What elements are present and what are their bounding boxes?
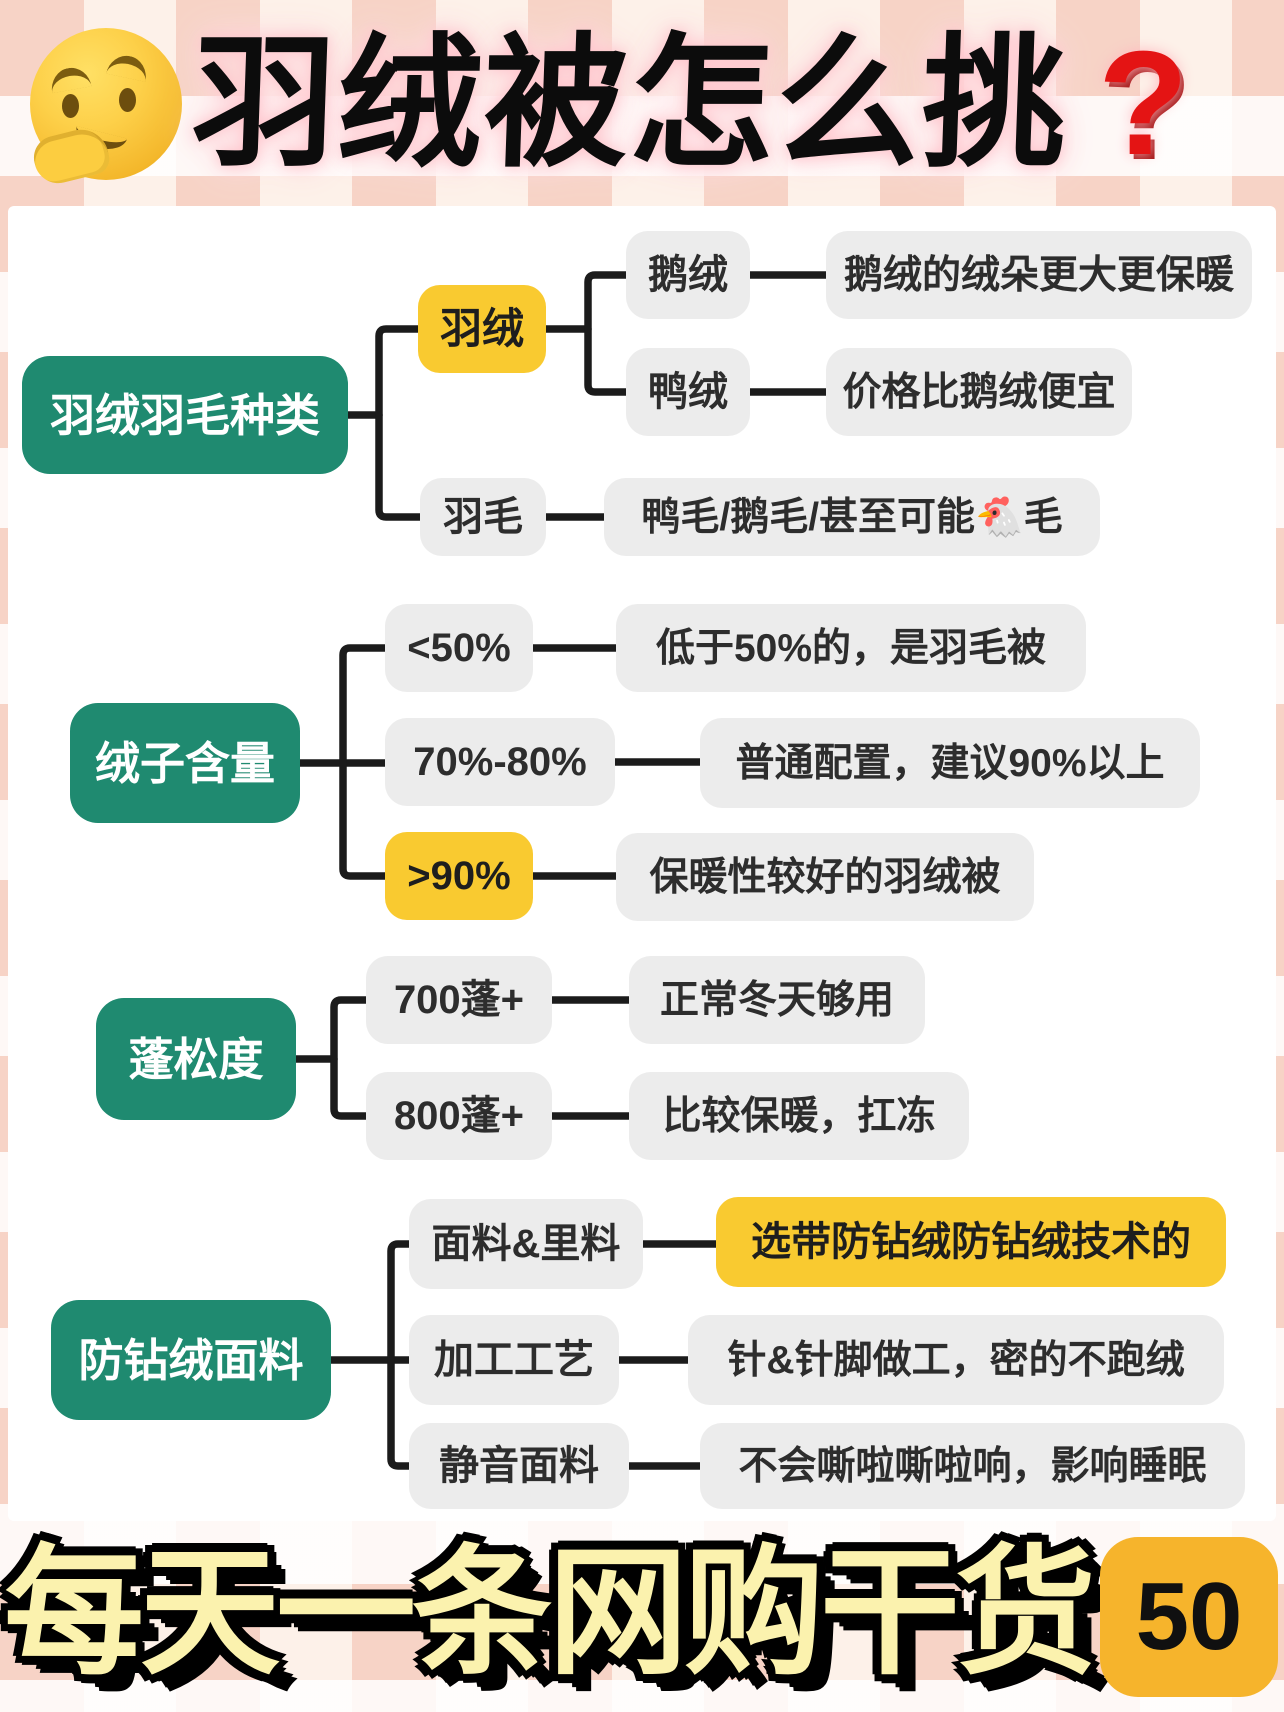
leaf-70-80-desc: 普通配置，建议90%以上 xyxy=(700,718,1200,808)
footer-banner-text: 每天一条网购干货 xyxy=(4,1534,1096,1691)
branch-duck-down: 鸭绒 xyxy=(626,348,750,436)
series-number-badge: 50 xyxy=(1100,1537,1278,1697)
branch-workmanship: 加工工艺 xyxy=(409,1315,619,1405)
leaf-800-fill-desc: 比较保暖，扛冻 xyxy=(629,1072,969,1160)
branch-quiet-fabric: 静音面料 xyxy=(409,1423,629,1509)
branch-below-50: <50% xyxy=(385,604,533,692)
leaf-workmanship-desc: 针&针脚做工，密的不跑绒 xyxy=(688,1315,1224,1405)
leaf-goose-down-desc: 鹅绒的绒朵更大更保暖 xyxy=(826,231,1252,319)
branch-70-80: 70%-80% xyxy=(385,718,615,806)
leaf-below-50-desc: 低于50%的，是羽毛被 xyxy=(616,604,1086,692)
leaf-above-90-desc: 保暖性较好的羽绒被 xyxy=(616,833,1034,921)
branch-shell-lining: 面料&里料 xyxy=(409,1199,643,1289)
branch-700-fill: 700蓬+ xyxy=(366,956,552,1044)
header: 羽绒被怎么挑 ? xyxy=(29,16,1189,192)
leaf-700-fill-desc: 正常冬天够用 xyxy=(629,956,925,1044)
root-down-content: 绒子含量 xyxy=(70,703,300,823)
branch-feather: 羽毛 xyxy=(420,478,546,556)
branch-down: 羽绒 xyxy=(418,285,546,373)
root-leakproof-fabric: 防钻绒面料 xyxy=(51,1300,331,1420)
root-fill-power: 蓬松度 xyxy=(96,998,296,1120)
question-mark-icon: ? xyxy=(1098,21,1189,186)
thinking-face-emoji xyxy=(29,28,182,189)
leaf-duck-down-desc: 价格比鹅绒便宜 xyxy=(826,348,1132,436)
leaf-shell-lining-desc: 选带防钻绒防钻绒技术的 xyxy=(716,1197,1226,1287)
root-down-feather-types: 羽绒羽毛种类 xyxy=(22,356,348,474)
branch-above-90: >90% xyxy=(385,832,533,920)
branch-goose-down: 鹅绒 xyxy=(626,231,750,319)
branch-800-fill: 800蓬+ xyxy=(366,1072,552,1160)
leaf-feather-desc: 鸭毛/鹅毛/甚至可能🐔毛 xyxy=(604,478,1100,556)
leaf-quiet-fabric-desc: 不会嘶啦嘶啦响，影响睡眠 xyxy=(700,1423,1245,1509)
